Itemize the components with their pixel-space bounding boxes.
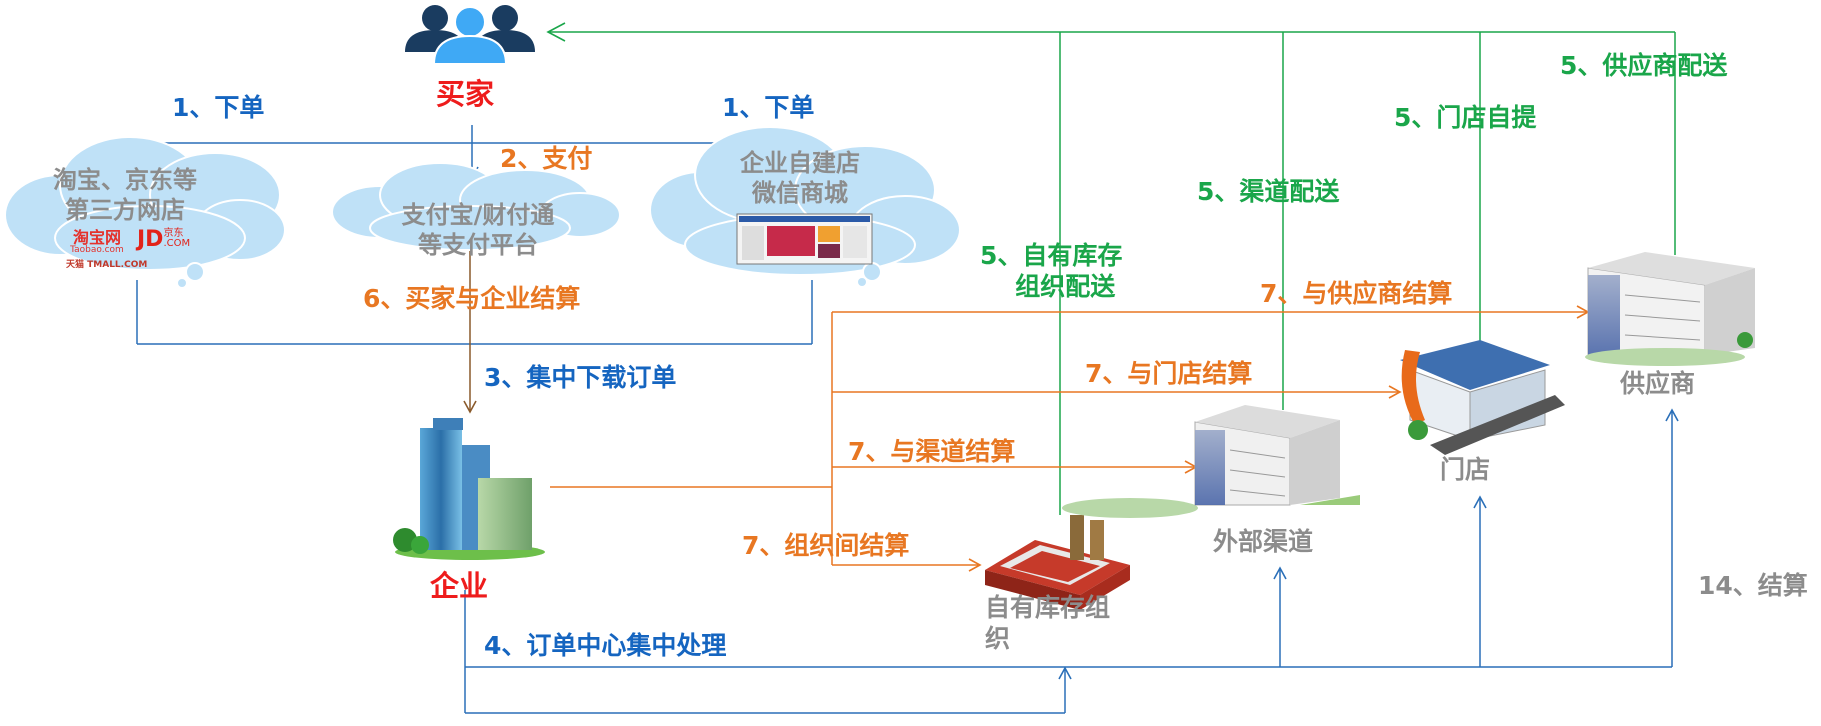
supplier-label: 供应商	[1620, 369, 1696, 398]
step-store-settle: 7、与门店结算	[1085, 359, 1253, 388]
cloud-payment	[331, 162, 621, 251]
taobao-logo: 淘宝网 Taobao.com	[70, 228, 124, 255]
step-download: 3、集中下载订单	[484, 363, 677, 392]
enterprise-building-icon	[393, 418, 545, 560]
step-order-left: 1、下单	[172, 93, 265, 122]
tmall-logo: 天猫 TMALL.COM	[66, 260, 148, 270]
external-channel-building-icon	[1062, 405, 1360, 518]
supplier-building-icon	[1585, 252, 1755, 366]
step-order-right: 1、下单	[722, 93, 815, 122]
buyer-label: 买家	[436, 77, 495, 111]
step-channel-delivery: 5、渠道配送	[1197, 177, 1340, 206]
enterprise-label: 企业	[430, 569, 489, 603]
step-supplier-settle: 7、与供应商结算	[1260, 279, 1453, 308]
cloud-self-store	[649, 126, 961, 288]
website-thumbnail-icon	[736, 213, 873, 265]
step-order-center: 4、订单中心集中处理	[484, 631, 727, 660]
step-final-settle: 14、结算	[1698, 571, 1808, 600]
payment-platform-label: 支付宝/财付通 等支付平台	[401, 201, 555, 259]
own-org-label: 自有库存组 织	[985, 593, 1111, 654]
step-store-pickup: 5、门店自提	[1394, 103, 1537, 132]
step-own-delivery: 5、自有库存 组织配送	[980, 241, 1123, 302]
third-party-label: 淘宝、京东等 第三方网店	[53, 166, 197, 224]
store-building-icon	[1400, 340, 1565, 455]
step-org-settle: 7、组织间结算	[742, 531, 910, 560]
external-channel-label: 外部渠道	[1213, 527, 1314, 556]
step-pay: 2、支付	[500, 144, 593, 173]
step-channel-settle: 7、与渠道结算	[848, 437, 1016, 466]
delivery-lines	[546, 22, 1676, 515]
store-label: 门店	[1440, 455, 1491, 484]
order-lines	[128, 125, 1679, 714]
buyer-icon	[405, 5, 535, 65]
factory-icon	[985, 515, 1130, 610]
step-supplier-delivery: 5、供应商配送	[1560, 51, 1728, 80]
step-buyer-settle: 6、买家与企业结算	[363, 284, 581, 313]
cloud-third-party	[4, 136, 286, 289]
self-store-label: 企业自建店 微信商城	[740, 149, 860, 207]
settlement-lines	[550, 305, 1590, 572]
